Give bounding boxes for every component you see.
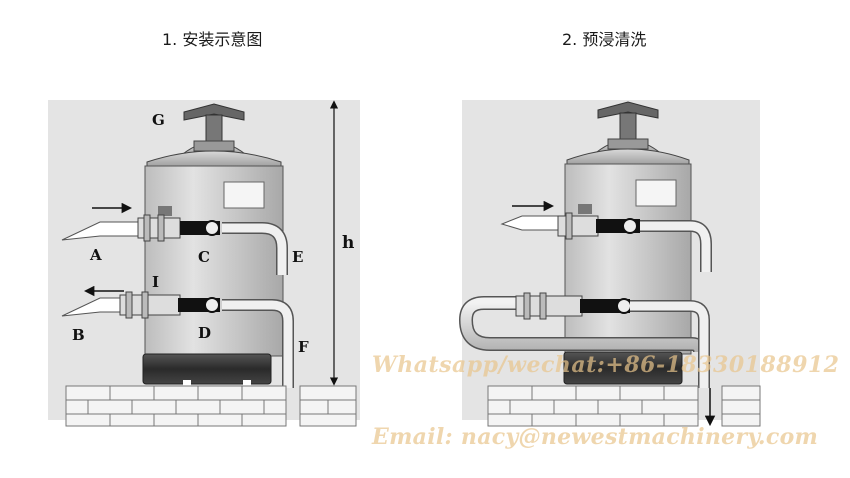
brick-wall-1 [65,385,357,427]
tank-base [142,353,272,385]
inlet-pipe-a [61,214,181,242]
label-h: h [342,233,354,253]
tank-label-plate [223,181,265,209]
label-f: F [298,338,309,356]
brick-wall-2 [487,385,761,427]
softener-tank-2 [564,148,692,355]
panel-1-installation-diagram: G A C E I B D F h [48,100,360,427]
label-i: I [152,273,159,291]
valve-d [178,297,220,313]
tank-tag [158,206,172,216]
label-a: A [89,246,102,264]
label-b: B [72,326,85,344]
outlet-pipe-2 [515,292,583,320]
valve-c [180,220,220,236]
outlet-pipe-b [61,291,181,319]
panel-1-title: 1. 安装示意图 [162,30,263,49]
valve-upper-2 [596,218,640,234]
label-c: C [198,248,210,266]
panel-2-presoak-diagram [458,100,761,427]
label-g: G [152,111,165,129]
watermark-email: Email: nacy@newestmachinery.com [372,424,819,450]
panel-2-title: 2. 预浸清洗 [562,30,647,49]
softener-tank [144,150,284,357]
inlet-pipe-2 [500,212,599,240]
valve-lower-2 [580,298,632,314]
tank-base-2 [563,351,683,385]
watermark-whatsapp: Whatsapp/wechat:+86-18330188912 [372,352,840,378]
label-d: D [198,324,211,342]
label-e: E [292,248,303,266]
